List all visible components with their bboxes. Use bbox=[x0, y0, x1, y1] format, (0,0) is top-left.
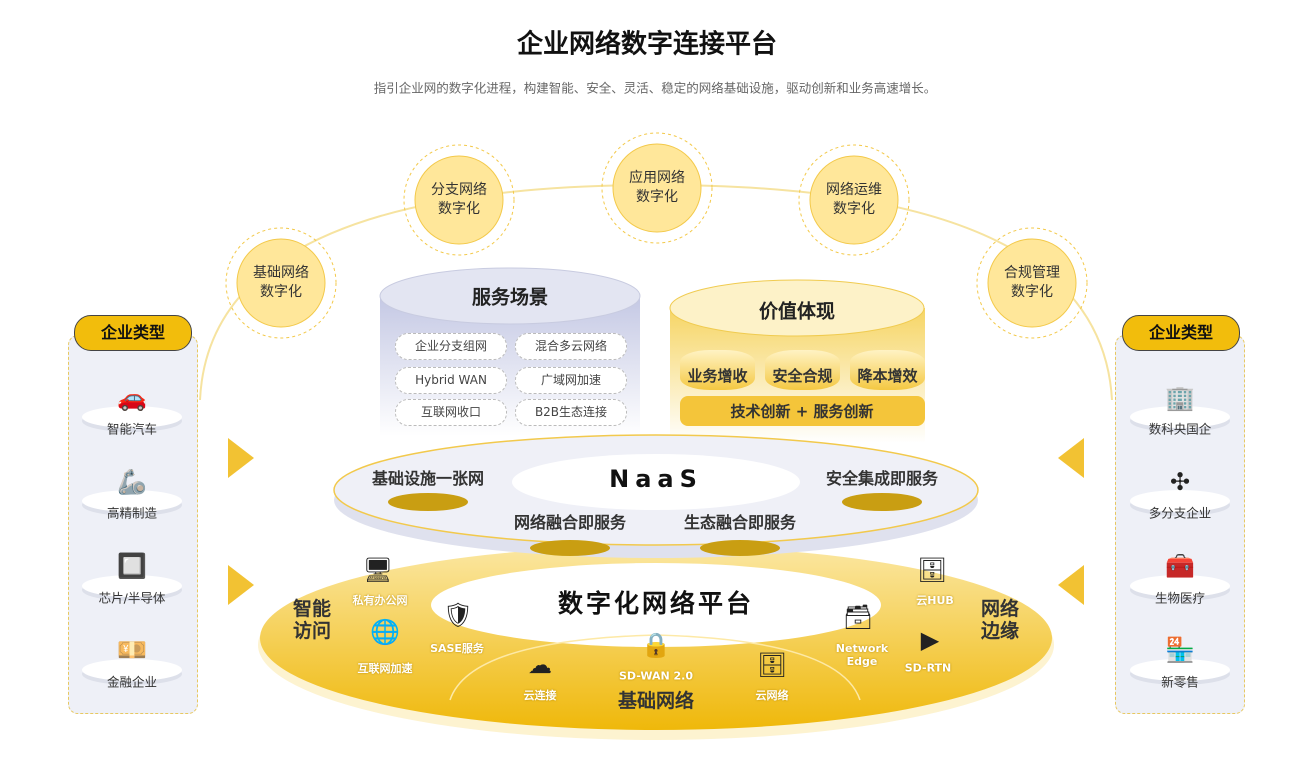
arrow-right-icon bbox=[228, 565, 254, 605]
platform-item: SD-WAN 2.0 bbox=[618, 669, 694, 683]
circle-line2: 数字化 bbox=[636, 189, 678, 205]
building-icon: 🏢 bbox=[1165, 384, 1195, 412]
store-icon: 🏪 bbox=[1165, 636, 1195, 664]
internet-globe-icon: 🌐 bbox=[370, 618, 400, 646]
disc bbox=[1130, 575, 1230, 597]
page-title: 企业网络数字连接平台 bbox=[516, 29, 778, 60]
left-item-label: 高精制造 bbox=[106, 505, 158, 521]
platform-title: 数字化网络平台 bbox=[557, 589, 755, 618]
right-enterprise-panel bbox=[1115, 335, 1245, 714]
platform-item: 云连接 bbox=[523, 689, 557, 702]
scenario-pill: 混合多云网络 bbox=[515, 333, 627, 360]
digitalization-application: 应用网络数字化 bbox=[629, 169, 685, 207]
disc bbox=[1130, 490, 1230, 512]
finance-icon: 💴 bbox=[117, 636, 147, 664]
robot-arm-icon: 🦾 bbox=[117, 468, 147, 496]
circle-line2: 数字化 bbox=[260, 284, 302, 300]
rtn-video-icon: ▶ bbox=[920, 626, 940, 654]
naas-item: 基础设施一张网 bbox=[371, 469, 485, 488]
scenario-pill: 互联网收口 bbox=[395, 399, 507, 426]
scenario-pill: Hybrid WAN bbox=[395, 367, 507, 394]
digitalization-ops: 网络运维数字化 bbox=[826, 181, 882, 219]
platform-item: SASE服务 bbox=[430, 642, 484, 655]
naas-item: 生态融合即服务 bbox=[683, 513, 797, 532]
sase-shield-icon: 🛡 bbox=[442, 601, 474, 629]
smart-access-label: 智能访问 bbox=[292, 598, 331, 642]
disc bbox=[1130, 659, 1230, 681]
value-item: 降本增效 bbox=[850, 350, 925, 390]
scenario-pill: 企业分支组网 bbox=[395, 333, 507, 360]
circle-line2: 数字化 bbox=[438, 201, 480, 217]
digitalization-compliance: 合规管理数字化 bbox=[1004, 264, 1060, 302]
circle-line1: 分支网络 bbox=[431, 182, 487, 198]
platform-item: 互联网加速 bbox=[357, 662, 413, 675]
arrow-left-icon bbox=[1058, 565, 1084, 605]
digitalization-branch: 分支网络数字化 bbox=[431, 181, 487, 219]
platform-item: Network Edge bbox=[835, 642, 889, 668]
arrow-left-icon bbox=[1058, 438, 1084, 478]
network-edge-label: 网络边缘 bbox=[980, 598, 1019, 642]
left-item-label: 金融企业 bbox=[106, 674, 158, 690]
server-cluster-icon: 🗃 bbox=[842, 603, 874, 631]
value-title: 价值体现 bbox=[758, 300, 836, 323]
cloud-connect-icon: ☁ bbox=[528, 651, 552, 679]
platform-item: SD-RTN bbox=[904, 661, 952, 675]
base-network-label: 基础网络 bbox=[617, 690, 695, 712]
disc bbox=[82, 575, 182, 597]
left-item-label: 芯片/半导体 bbox=[98, 590, 166, 606]
cloud-network-icon: 🗄 bbox=[756, 651, 788, 679]
platform-item: 私有办公网 bbox=[352, 594, 408, 607]
car-icon: 🚗 bbox=[117, 384, 147, 412]
platform-item: 云网络 bbox=[755, 689, 789, 702]
lock-icon: 🔒 bbox=[641, 631, 671, 659]
right-item-label: 数科央国企 bbox=[1148, 421, 1212, 437]
value-base: 技术创新 + 服务创新 bbox=[730, 402, 874, 421]
branch-network-icon: ✣ bbox=[1169, 468, 1191, 496]
right-item-label: 生物医疗 bbox=[1154, 590, 1206, 606]
circle-line1: 网络运维 bbox=[826, 182, 882, 198]
right-item-label: 新零售 bbox=[1161, 674, 1199, 690]
cloud-hub-icon: 🗄 bbox=[916, 556, 948, 584]
disc bbox=[82, 406, 182, 428]
right-item-label: 多分支企业 bbox=[1148, 505, 1212, 521]
naas-title: NaaS bbox=[609, 465, 703, 493]
disc bbox=[82, 659, 182, 681]
left-panel-title: 企业类型 bbox=[74, 315, 192, 351]
circle-line1: 基础网络 bbox=[253, 265, 309, 281]
value-item: 安全合规 bbox=[765, 350, 840, 390]
page-subtitle: 指引企业网的数字化进程，构建智能、安全、灵活、稳定的网络基础设施，驱动创新和业务… bbox=[373, 80, 937, 96]
right-panel-title: 企业类型 bbox=[1122, 315, 1240, 351]
value-item: 业务增收 bbox=[680, 350, 755, 390]
scenario-pill: B2B生态连接 bbox=[515, 399, 627, 426]
disc bbox=[1130, 406, 1230, 428]
disc bbox=[82, 490, 182, 512]
circle-line2: 数字化 bbox=[833, 201, 875, 217]
left-item-label: 智能汽车 bbox=[106, 421, 158, 437]
platform-item: 云HUB bbox=[916, 594, 954, 607]
digitalization-basic: 基础网络数字化 bbox=[253, 264, 309, 302]
scenario-pill: 广域网加速 bbox=[515, 367, 627, 394]
naas-item: 网络融合即服务 bbox=[513, 513, 627, 532]
chip-icon: 🔲 bbox=[117, 552, 147, 580]
medical-kit-icon: 🧰 bbox=[1165, 552, 1195, 580]
left-enterprise-panel bbox=[68, 335, 198, 714]
arrow-right-icon bbox=[228, 438, 254, 478]
service-scenarios-title: 服务场景 bbox=[471, 286, 549, 309]
office-monitor-icon: 🖥 bbox=[362, 556, 394, 584]
naas-item: 安全集成即服务 bbox=[825, 469, 939, 488]
circle-line1: 应用网络 bbox=[629, 170, 685, 186]
circle-line2: 数字化 bbox=[1011, 284, 1053, 300]
circle-line1: 合规管理 bbox=[1004, 265, 1060, 281]
